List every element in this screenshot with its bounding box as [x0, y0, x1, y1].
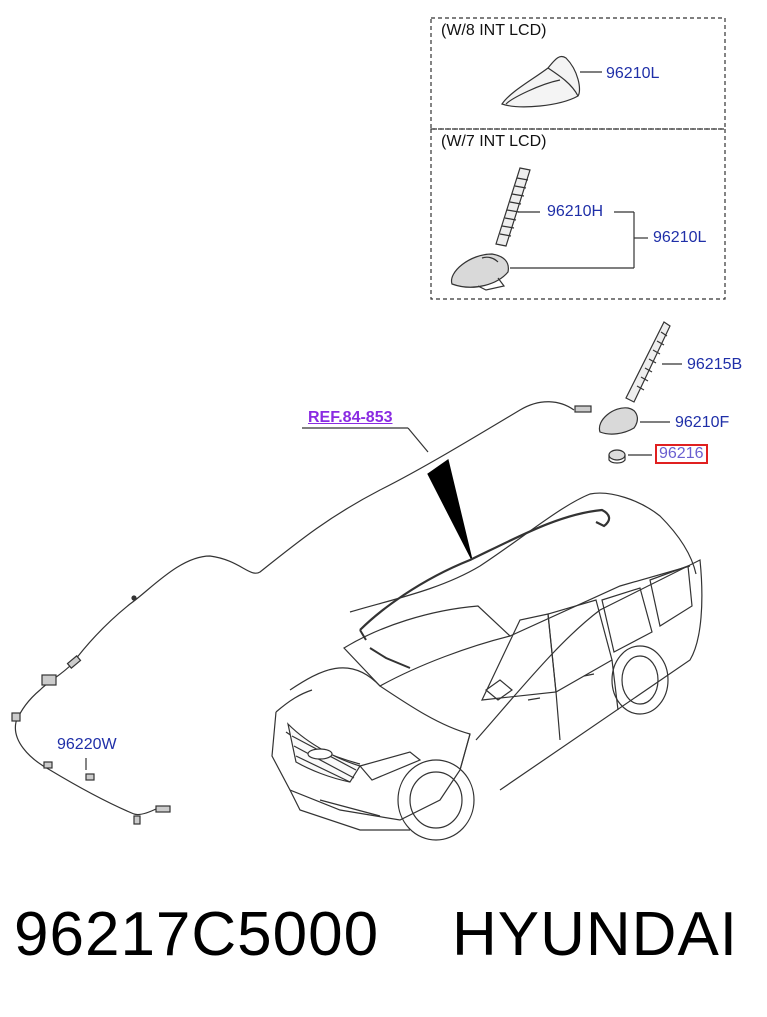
footer-part-number: 96217C5000	[14, 900, 380, 969]
part-link-shark-fin[interactable]: 96210L	[606, 65, 660, 82]
variant-label-bottom: (W/7 INT LCD)	[441, 133, 547, 150]
roof-antenna-drawing	[598, 321, 682, 464]
part-link-nut-highlighted[interactable]: 96216	[655, 444, 708, 464]
variant-box-top	[430, 17, 726, 130]
reference-link[interactable]: REF.84-853	[308, 409, 393, 426]
part-link-rod-roof[interactable]: 96215B	[687, 356, 743, 373]
feeder-cable-drawing	[11, 401, 592, 825]
footer-brand: HYUNDAI	[452, 900, 739, 969]
rod-antenna-assembly-drawing	[451, 167, 648, 291]
shark-fin-antenna-drawing	[501, 55, 602, 108]
part-link-antenna-base[interactable]: 96210F	[675, 414, 730, 431]
part-link-feeder-cable[interactable]: 96220W	[57, 736, 117, 753]
part-link-rod-antenna[interactable]: 96210H	[547, 203, 604, 220]
variant-label-top: (W/8 INT LCD)	[441, 22, 547, 39]
suv-vehicle-drawing	[271, 492, 703, 841]
pointer-wedge	[427, 459, 473, 561]
part-link-antenna-assembly[interactable]: 96210L	[653, 229, 707, 246]
variant-box-bottom	[430, 128, 726, 300]
